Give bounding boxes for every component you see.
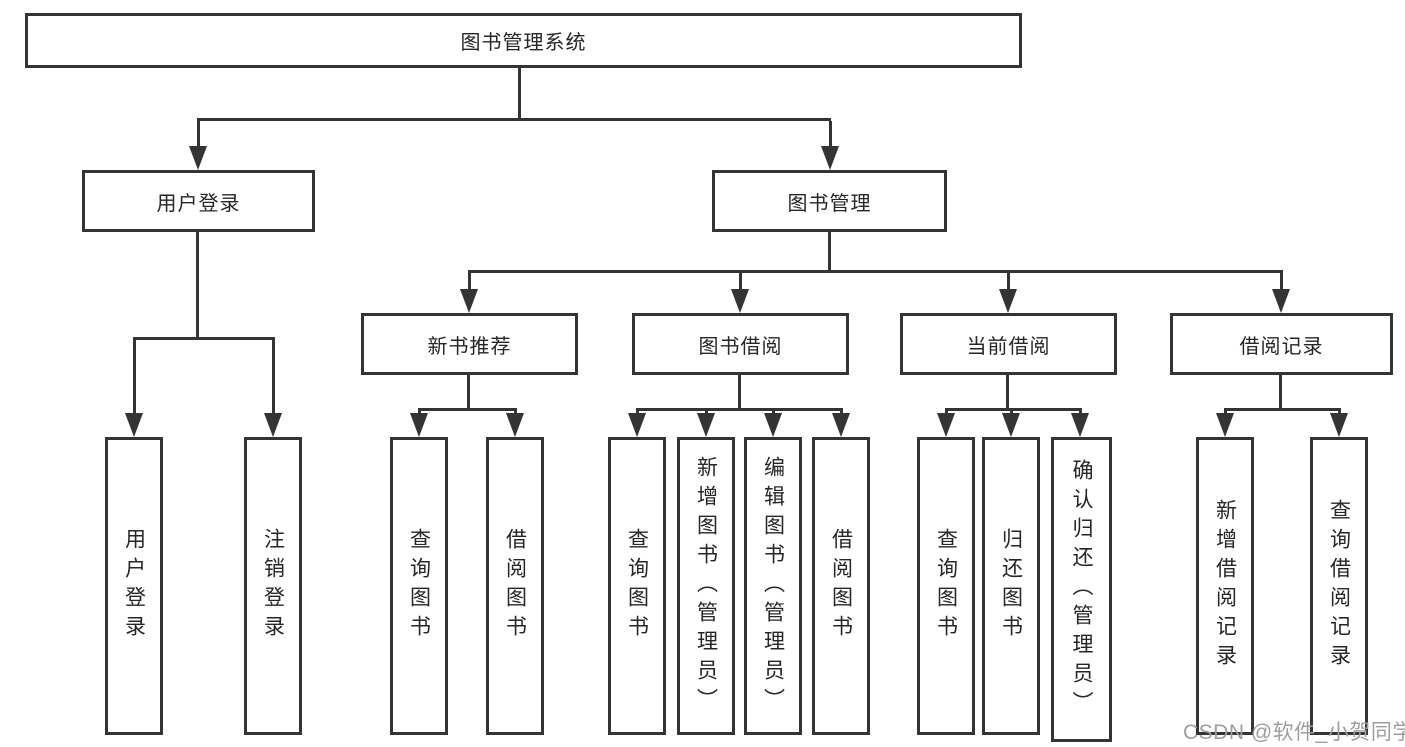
leaf-new-books-borrow-label: 借阅图书: [503, 528, 527, 644]
leaf-new-books-borrow: 借阅图书: [486, 437, 544, 735]
arrow-new-books-leaf-2: [506, 411, 524, 437]
leaf-borrowing-borrow-label: 借阅图书: [829, 528, 853, 644]
connector-current-stem: [1006, 375, 1009, 411]
leaf-logout-label: 注销登录: [261, 528, 285, 644]
arrow-new-books-leaf-1: [410, 411, 428, 437]
connector-new-books-stem: [467, 375, 470, 411]
node-user-login: 用户登录: [82, 170, 315, 232]
arrow-borrowing-leaf-4: [832, 411, 850, 437]
arrow-borrowing-leaf-2: [697, 411, 715, 437]
arrow-current-leaf-3: [1071, 411, 1089, 437]
leaf-user-login-label: 用户登录: [122, 528, 146, 644]
leaf-records-query: 查询借阅记录: [1310, 437, 1368, 735]
connector-book-management-stem: [828, 232, 831, 273]
arrow-to-records: [1272, 273, 1290, 313]
leaf-borrowing-borrow: 借阅图书: [812, 437, 870, 735]
node-records: 借阅记录: [1170, 313, 1393, 375]
node-records-label: 借阅记录: [1239, 335, 1324, 358]
leaf-new-books-query-label: 查询图书: [407, 528, 431, 644]
node-book-management-label: 图书管理: [787, 192, 872, 215]
node-root: 图书管理系统: [25, 13, 1022, 68]
leaf-current-confirm-label: 确认归还（管理员）: [1070, 459, 1093, 720]
connector-level2-rail: [197, 118, 831, 121]
leaf-records-query-label: 查询借阅记录: [1327, 499, 1351, 673]
node-borrowing-label: 图书借阅: [698, 335, 783, 358]
leaf-borrowing-edit: 编辑图书（管理员）: [744, 437, 802, 735]
connector-records-stem: [1279, 375, 1282, 411]
arrow-to-current: [999, 273, 1017, 313]
arrow-to-borrowing: [731, 273, 749, 313]
connector-new-books-rail: [418, 408, 517, 411]
arrow-current-leaf-1: [937, 411, 955, 437]
connector-records-rail: [1224, 408, 1341, 411]
connector-root-stem: [518, 68, 521, 121]
node-new-books-label: 新书推荐: [427, 335, 512, 358]
node-book-management: 图书管理: [712, 170, 947, 232]
leaf-current-return-label: 归还图书: [999, 528, 1023, 644]
arrow-records-leaf-2: [1330, 411, 1348, 437]
arrow-borrowing-leaf-3: [764, 411, 782, 437]
arrow-to-book-management: [821, 121, 839, 170]
arrow-current-leaf-2: [1002, 411, 1020, 437]
arrow-to-user-login: [189, 121, 207, 170]
node-new-books: 新书推荐: [361, 313, 578, 375]
leaf-current-query: 查询图书: [917, 437, 975, 735]
leaf-current-query-label: 查询图书: [934, 528, 958, 644]
leaf-records-add-label: 新增借阅记录: [1213, 499, 1237, 673]
node-user-login-label: 用户登录: [156, 192, 241, 215]
node-current-label: 当前借阅: [966, 335, 1051, 358]
node-root-label: 图书管理系统: [460, 32, 587, 54]
arrow-records-leaf-1: [1216, 411, 1234, 437]
connector-level3-rail: [468, 270, 1283, 273]
leaf-borrowing-query: 查询图书: [608, 437, 666, 735]
connector-user-login-rail: [133, 337, 275, 340]
leaf-borrowing-edit-label: 编辑图书（管理员）: [761, 455, 785, 717]
leaf-borrowing-add: 新增图书（管理员）: [677, 437, 735, 735]
arrow-to-leaf-login: [125, 340, 143, 437]
leaf-logout: 注销登录: [244, 437, 302, 735]
connector-borrowing-stem: [738, 375, 741, 411]
leaf-new-books-query: 查询图书: [390, 437, 448, 735]
node-current: 当前借阅: [900, 313, 1117, 375]
leaf-current-confirm: 确认归还（管理员）: [1051, 437, 1112, 742]
watermark-text: CSDN @软件_小贺同学: [1183, 721, 1405, 744]
connector-borrowing-rail: [636, 408, 843, 411]
leaf-borrowing-add-label: 新增图书（管理员）: [694, 455, 718, 717]
leaf-current-return: 归还图书: [982, 437, 1040, 735]
node-borrowing: 图书借阅: [632, 313, 849, 375]
leaf-records-add: 新增借阅记录: [1196, 437, 1254, 735]
arrow-to-leaf-logout: [264, 340, 282, 437]
arrow-borrowing-leaf-1: [628, 411, 646, 437]
arrow-to-new-books: [460, 273, 478, 313]
connector-user-login-stem: [196, 232, 199, 340]
connector-current-rail: [945, 408, 1082, 411]
leaf-borrowing-query-label: 查询图书: [625, 528, 649, 644]
leaf-user-login: 用户登录: [105, 437, 163, 735]
